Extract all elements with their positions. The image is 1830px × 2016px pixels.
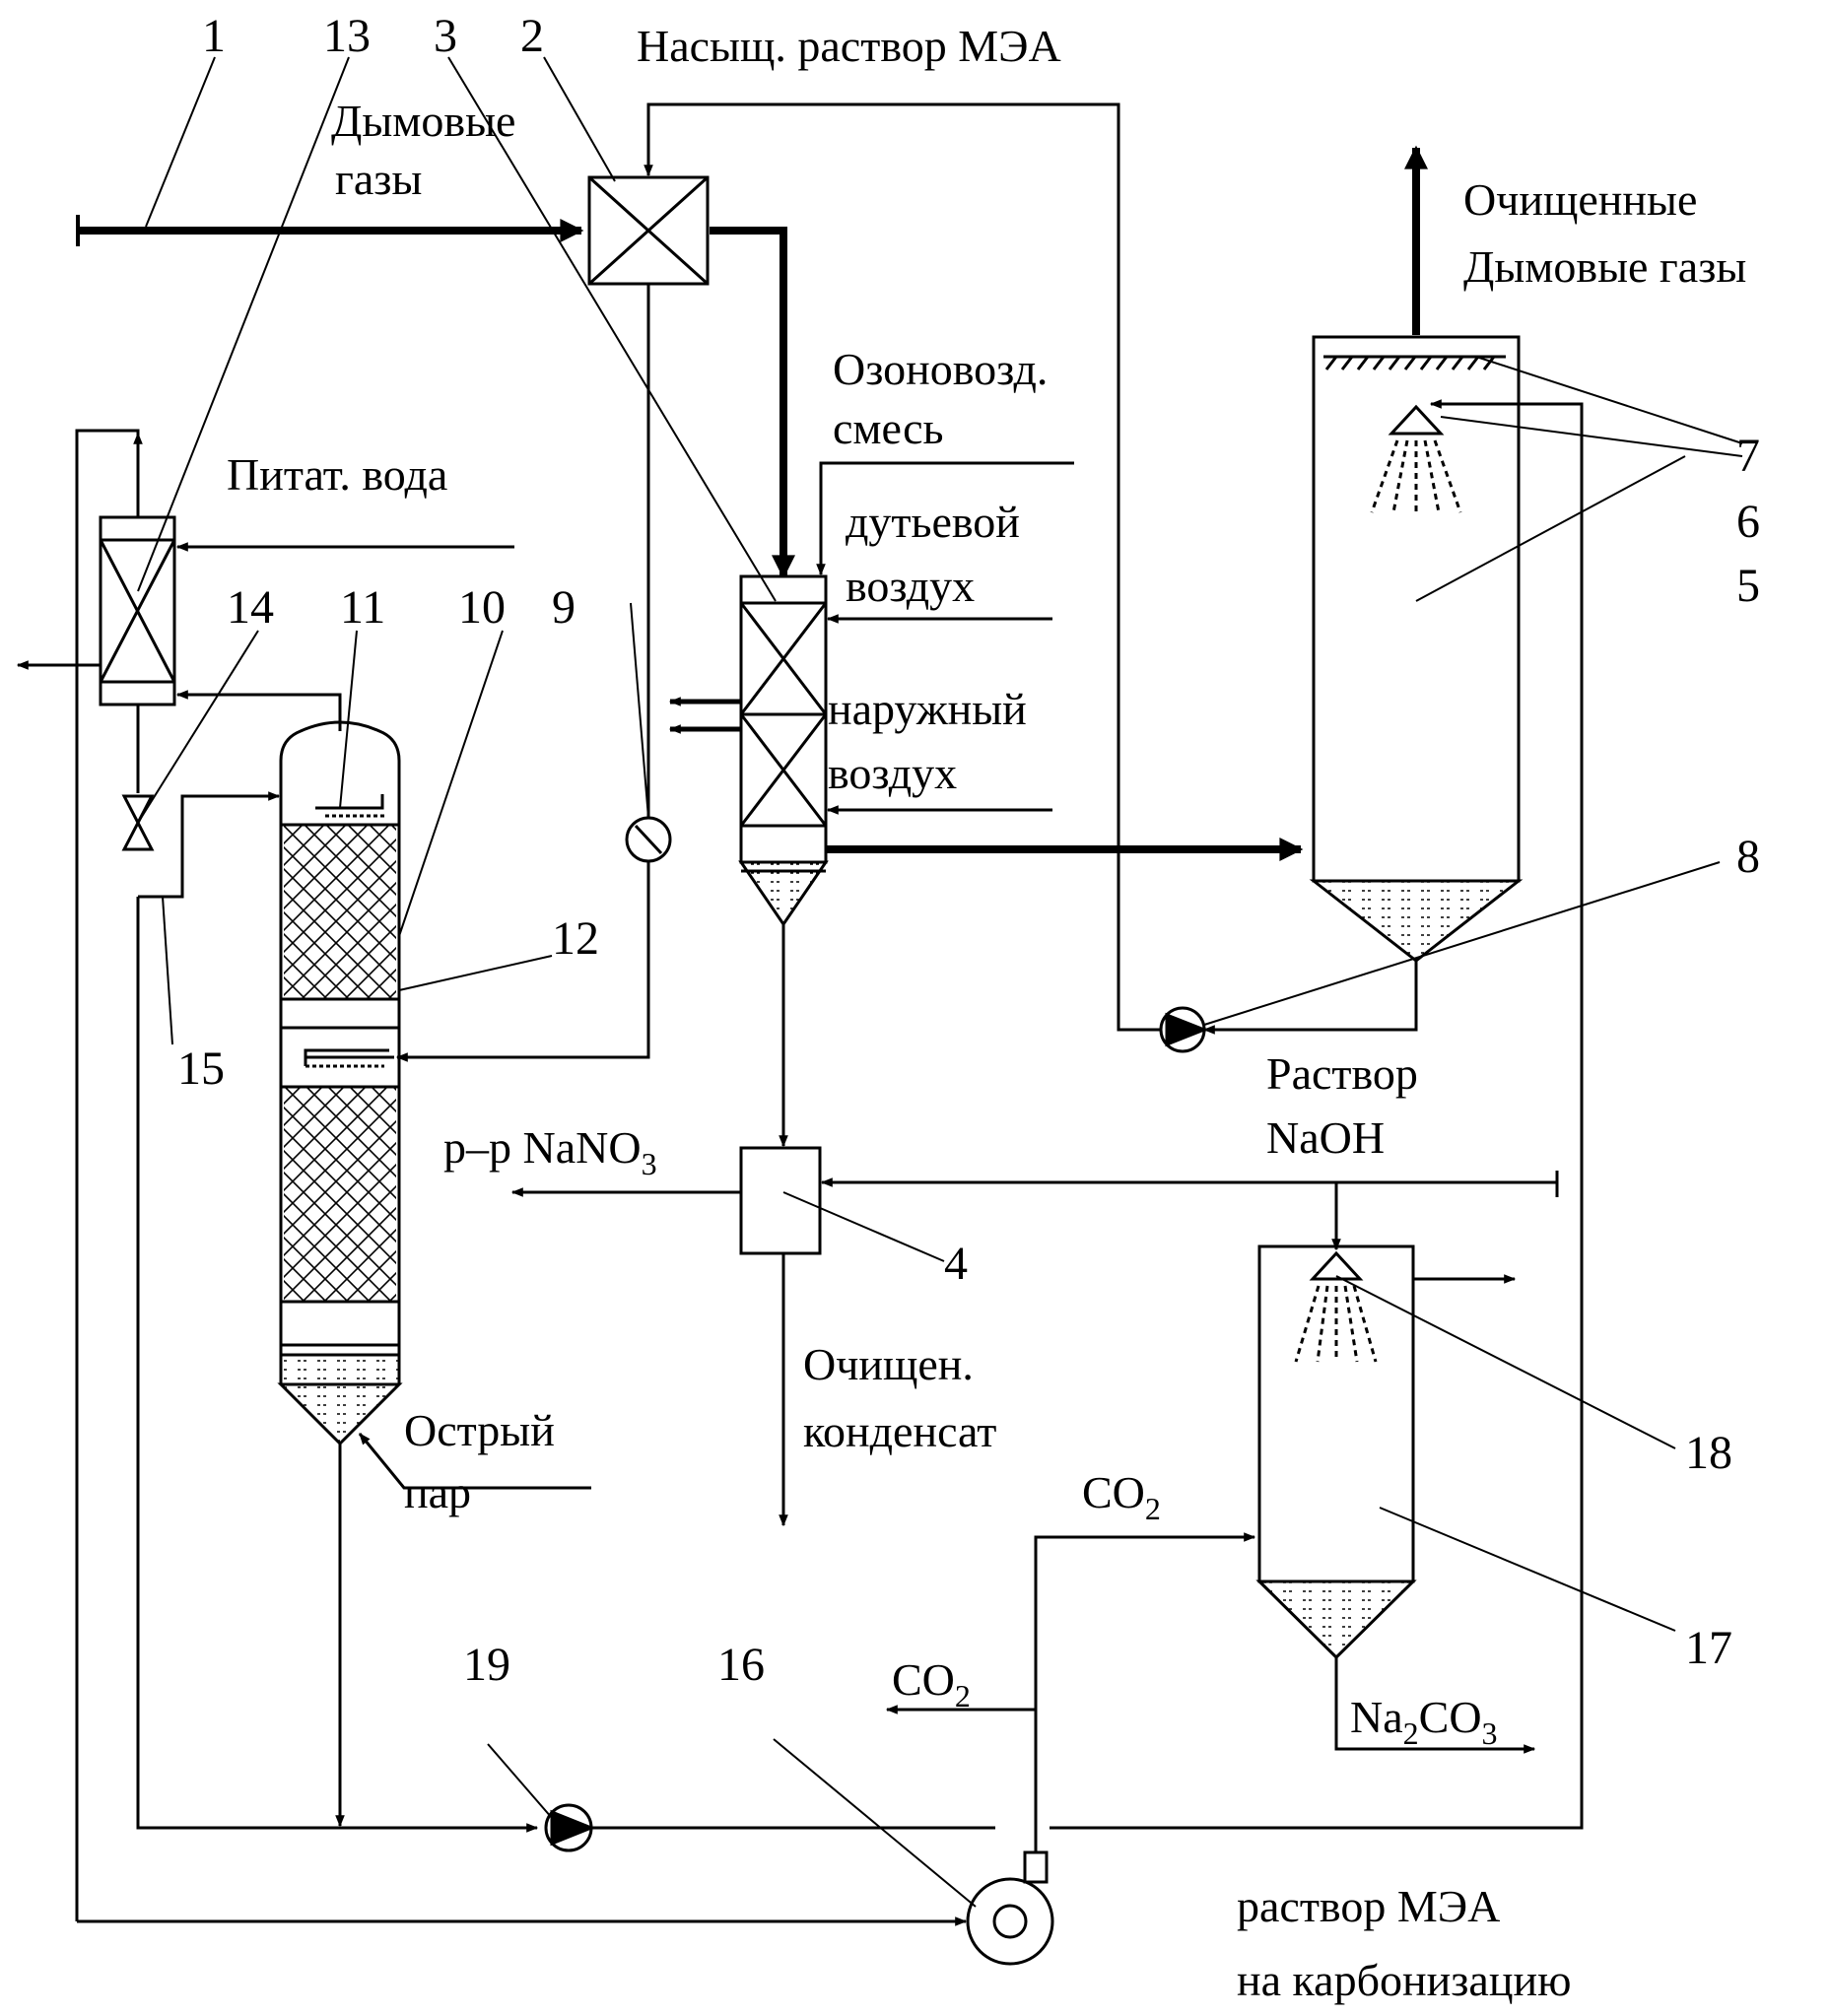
mea-return-line (1050, 399, 1584, 1830)
number-1: 1 (202, 10, 226, 62)
flue-gas-label-1: Дымовые (331, 96, 515, 146)
pump-19 (544, 1803, 596, 1852)
cleaned-gas-label-2: Дымовые газы (1463, 241, 1746, 292)
ozone-feed-lines (668, 461, 1074, 1148)
leader-lines (137, 56, 1743, 1908)
mea-carbonization-label-2: на карбонизацию (1237, 1955, 1571, 2005)
text-labels: Дымовые газы Насыщ. раствор МЭА Очищенны… (227, 21, 1746, 2005)
number-6: 6 (1736, 496, 1760, 548)
live-steam-label-2: пар (404, 1467, 471, 1517)
na2co3-label: Na2CO3 (1350, 1692, 1498, 1751)
flue-gas-lines (76, 145, 1428, 861)
desorber-column-10 (277, 720, 403, 1446)
saturated-mea-line (644, 102, 1161, 1032)
nano3-label: р–р NaNO3 (443, 1122, 657, 1181)
equipment-numbers: 1 13 3 2 7 6 5 8 14 11 10 9 12 15 4 18 1… (177, 10, 1760, 1691)
co2-label-upper: CO2 (1082, 1467, 1161, 1526)
number-16: 16 (717, 1639, 765, 1691)
pump-8 (1159, 1006, 1209, 1053)
number-5: 5 (1736, 560, 1760, 612)
number-19: 19 (463, 1639, 510, 1691)
mea-carbonization-label-1: раствор МЭА (1237, 1881, 1500, 1931)
number-14: 14 (227, 581, 274, 634)
separator-4 (510, 1146, 1559, 1527)
number-2: 2 (520, 10, 544, 62)
live-steam-label-1: Острый (404, 1405, 555, 1455)
valve-14 (121, 794, 155, 851)
condenser-lines (16, 429, 539, 1921)
co2-label-lower: CO2 (892, 1654, 971, 1714)
clean-condensate-label-2: конденсат (803, 1406, 996, 1456)
absorber-drain-line (1202, 961, 1418, 1035)
number-10: 10 (458, 581, 506, 634)
cooler-9 (625, 816, 672, 863)
outside-air-label-2: воздух (828, 748, 957, 798)
clean-condensate-label-1: Очищен. (803, 1339, 974, 1389)
number-12: 12 (552, 912, 599, 965)
number-11: 11 (340, 581, 385, 634)
number-18: 18 (1685, 1427, 1732, 1479)
number-15: 15 (177, 1042, 225, 1095)
carbonizer-17 (1255, 1182, 1536, 1754)
ozone-air-label-2: смесь (833, 403, 943, 453)
co2-lines (885, 1532, 1256, 1852)
blow-air-label-2: воздух (846, 561, 975, 611)
outside-air-label-1: наружный (828, 684, 1027, 734)
absorber-5 (1309, 335, 1524, 963)
compressor-16 (966, 1850, 1054, 1966)
mea-to-desorber-line-lower (395, 861, 650, 1062)
cleaned-gas-label-1: Очищенные (1463, 174, 1697, 225)
number-13: 13 (323, 10, 371, 62)
number-9: 9 (552, 581, 576, 634)
naoh-label-1: Раствор (1266, 1048, 1418, 1099)
number-17: 17 (1685, 1622, 1732, 1674)
condenser-13 (99, 515, 176, 706)
blow-air-label-1: дутьевой (846, 497, 1020, 547)
ozone-air-label-1: Озоновозд. (833, 344, 1048, 394)
number-8: 8 (1736, 831, 1760, 883)
saturated-mea-label: Насыщ. раствор МЭА (637, 21, 1061, 71)
heat-exchanger-2 (587, 175, 710, 286)
live-steam-line (358, 1433, 591, 1490)
ozonation-column-3 (738, 574, 829, 927)
number-4: 4 (944, 1238, 968, 1290)
flue-gas-label-2: газы (335, 154, 422, 204)
number-7: 7 (1736, 430, 1760, 482)
naoh-label-2: NaOH (1266, 1112, 1385, 1163)
feed-water-label: Питат. вода (227, 449, 447, 500)
number-3: 3 (434, 10, 457, 62)
